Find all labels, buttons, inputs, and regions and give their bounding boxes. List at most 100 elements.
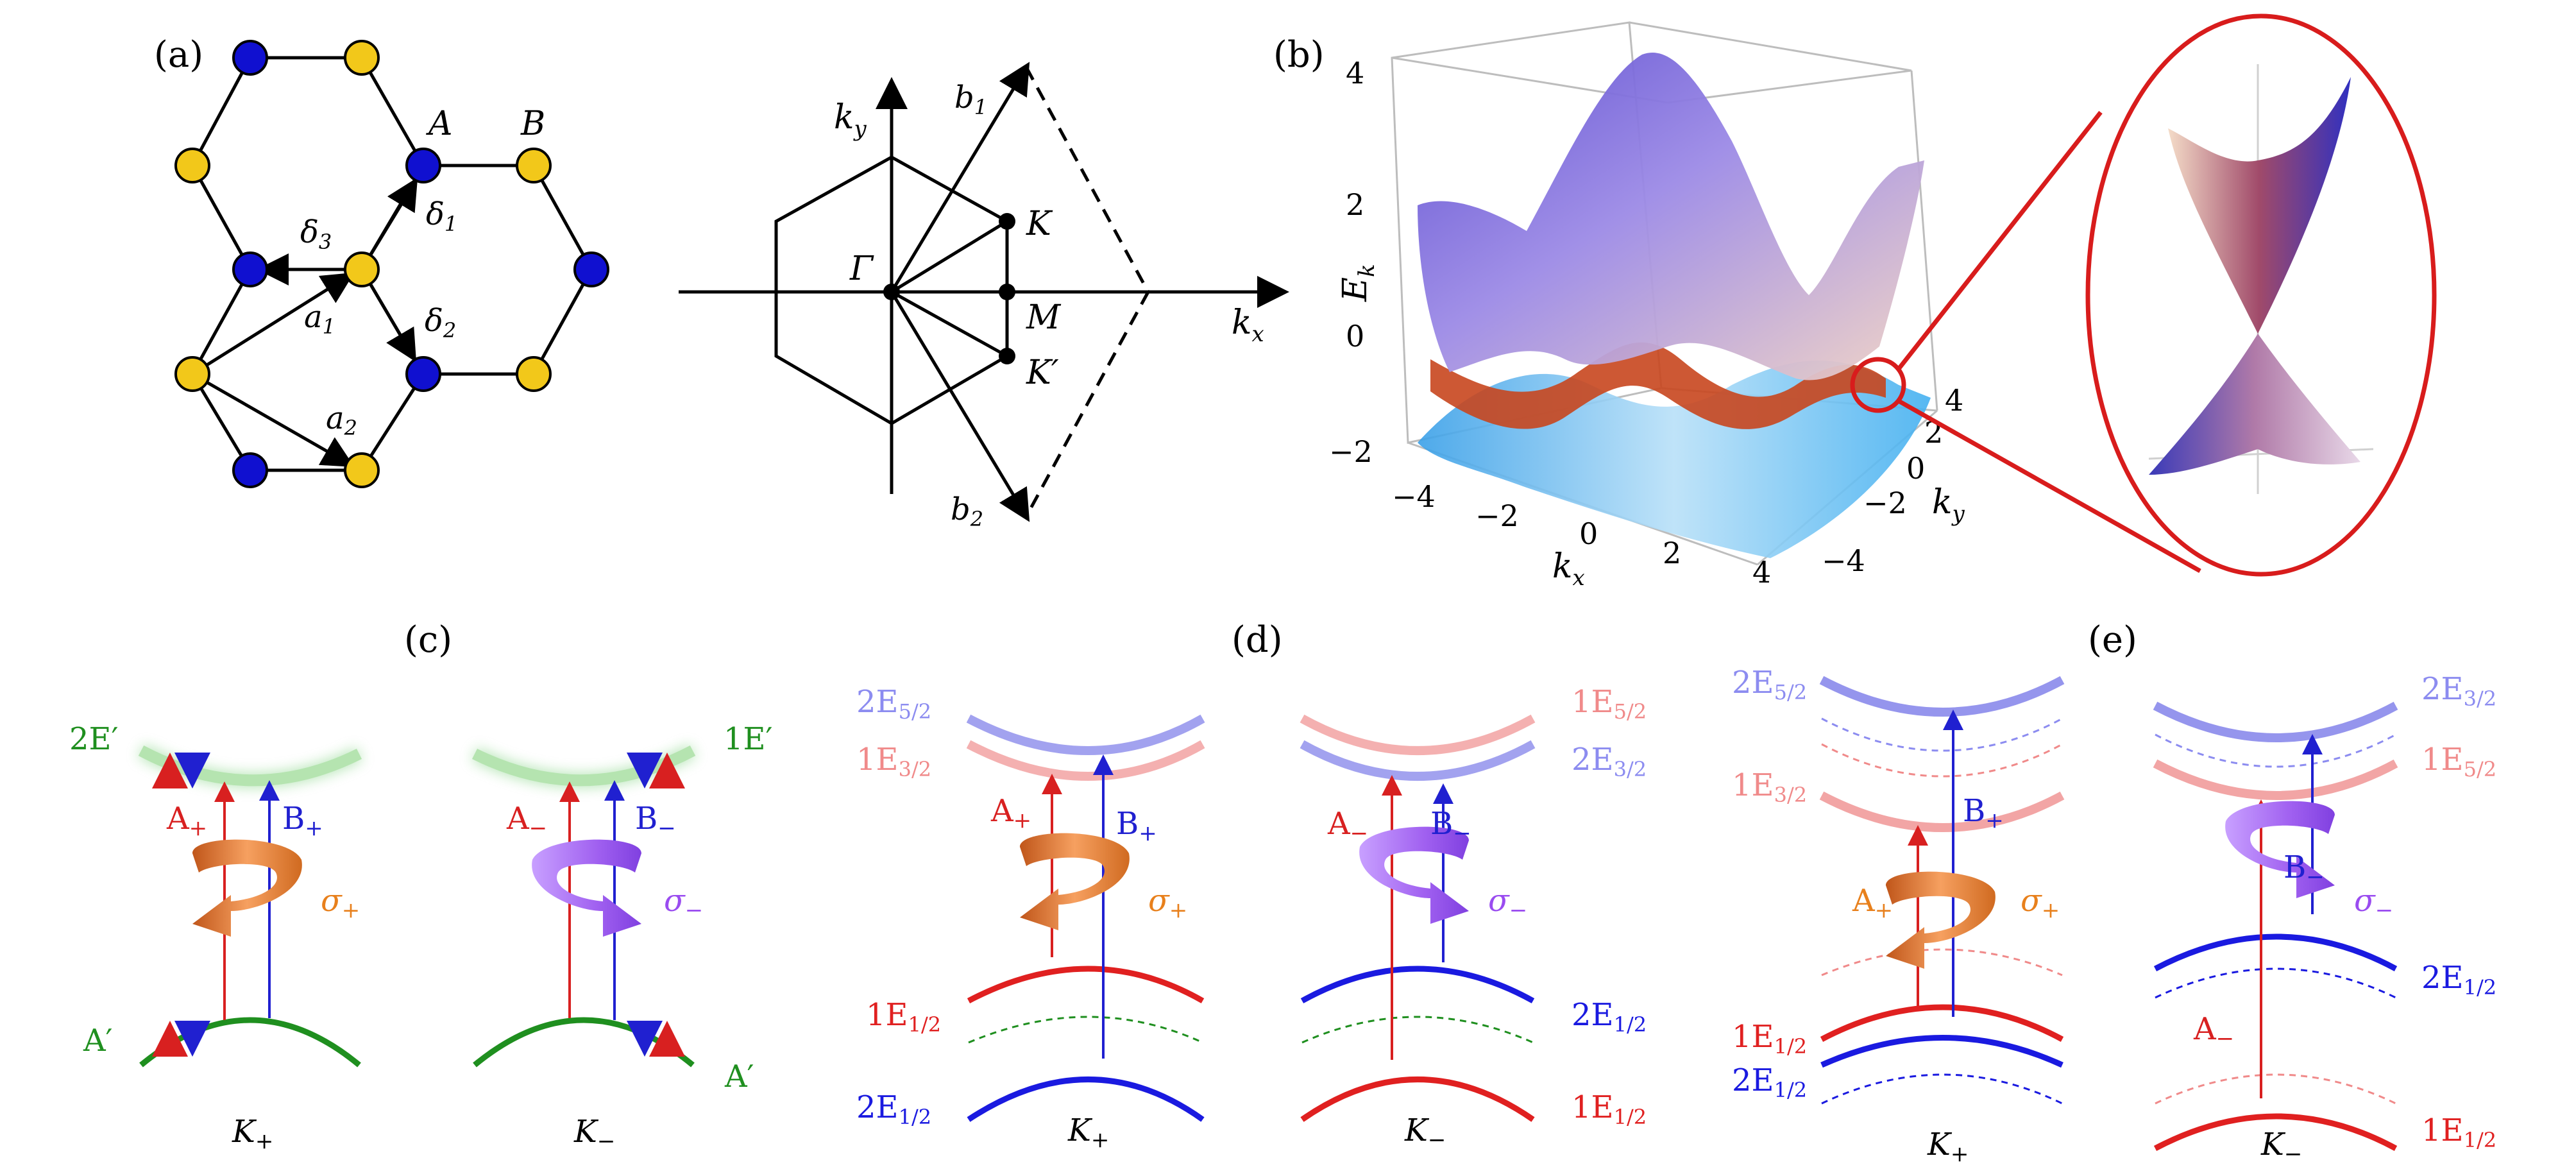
e-label-l-bot1: 1E1/2 bbox=[1732, 1019, 1807, 1059]
c-sigma-minus-arrow bbox=[532, 839, 641, 937]
z-tick: 4 bbox=[1346, 56, 1364, 90]
panel-e: (e) 2E5/2 1E3/2 1E1/2 2E1/2 2E3/2 1E5/2 bbox=[1732, 619, 2496, 1167]
panel-label-b: (b) bbox=[1273, 34, 1325, 76]
zoom-line-top bbox=[1897, 110, 2103, 371]
m-label: M bbox=[1026, 298, 1062, 337]
c-label-1e-prime: 1E′ bbox=[724, 721, 772, 757]
b1-label: b1 bbox=[954, 80, 987, 119]
e-right-band-1e12 bbox=[2153, 1113, 2398, 1151]
b2-label: b2 bbox=[951, 491, 983, 531]
lattice-sites bbox=[174, 40, 609, 488]
e-label-r-bot1: 2E1/2 bbox=[2421, 960, 2496, 1000]
d-label-l-bot1: 1E1/2 bbox=[866, 997, 941, 1037]
d-label-a-plus: A+ bbox=[990, 793, 1031, 833]
c-label-a-minus: A− bbox=[506, 801, 547, 841]
e-left-band-dashed-blue bbox=[1821, 717, 2063, 752]
z-tick: 0 bbox=[1346, 319, 1364, 354]
d-left-band-2e12 bbox=[967, 1077, 1205, 1122]
e-left-band-1e32 bbox=[1819, 791, 2065, 832]
k-point bbox=[999, 213, 1015, 230]
panel-label-e: (e) bbox=[2088, 619, 2137, 661]
d-label-sigma-plus: σ+ bbox=[1148, 883, 1187, 923]
upper-band-surface bbox=[1418, 52, 1924, 380]
d-label-sigma-minus: σ− bbox=[1488, 883, 1527, 923]
zoom-line-bottom bbox=[1897, 398, 2201, 574]
panel-label-a: (a) bbox=[154, 34, 203, 76]
d-right-band-2e32 bbox=[1300, 740, 1536, 781]
x-tick: 4 bbox=[1752, 555, 1771, 590]
d-right-sigma-arrow bbox=[1359, 826, 1469, 924]
e-label-sigma-minus: σ− bbox=[2354, 883, 2393, 923]
upper-dirac-cone bbox=[2168, 77, 2351, 334]
e-right-sigma-arrow bbox=[2225, 801, 2335, 898]
e-label-l-top1: 2E5/2 bbox=[1732, 665, 1807, 704]
d-label-b-plus: B+ bbox=[1116, 806, 1157, 846]
e-right-band-2e12 bbox=[2153, 933, 2398, 971]
delta2-label: δ2 bbox=[425, 303, 456, 343]
d-label-l-top1: 2E5/2 bbox=[856, 684, 931, 724]
d-left-band-2e52 bbox=[966, 714, 1205, 755]
e-right-band-2e32 bbox=[2153, 701, 2398, 742]
c-upper-band-right bbox=[471, 745, 696, 787]
c-label-k-plus: K+ bbox=[232, 1114, 273, 1154]
y-tick: −2 bbox=[1863, 486, 1907, 520]
c-label-a-plus: A+ bbox=[166, 801, 207, 841]
e-label-l-bot2: 2E1/2 bbox=[1732, 1062, 1807, 1102]
ky-label: ky bbox=[834, 98, 867, 142]
e-label-l-top2: 1E3/2 bbox=[1732, 767, 1807, 807]
y-tick: −4 bbox=[1822, 543, 1865, 578]
e-label-r-bot2: 1E1/2 bbox=[2421, 1112, 2496, 1152]
panel-label-d: (d) bbox=[1232, 619, 1283, 661]
e-left-band-dashed-red2 bbox=[1821, 948, 2063, 976]
e-label-k-plus: K+ bbox=[1927, 1127, 1969, 1167]
e-left-band-1e12 bbox=[1820, 1004, 2064, 1042]
panel-d: (d) 2E5/2 1E3/2 1E1/2 2E1/2 1E5/2 2E3/2 … bbox=[856, 619, 1647, 1153]
panel-a: (a) A B δ1 bbox=[154, 34, 609, 488]
c-label-a-prime-right: A′ bbox=[724, 1059, 754, 1095]
m-point bbox=[999, 284, 1015, 300]
e-label-b-minus: B− bbox=[2284, 849, 2325, 890]
d-right-band-dashed bbox=[1301, 1016, 1534, 1044]
c-sigma-plus-arrow bbox=[192, 839, 302, 937]
panel-c: (c) 2E′ 1E′ A′ bbox=[69, 619, 772, 1154]
dashed-zone-bottom bbox=[1024, 291, 1150, 518]
e-left-band-2e52 bbox=[1819, 676, 2065, 717]
c-label-sigma-plus: σ+ bbox=[321, 883, 360, 923]
d-right-band-1e52 bbox=[1300, 714, 1536, 755]
e-label-b-plus: B+ bbox=[1963, 793, 2004, 833]
d-label-r-bot2: 1E1/2 bbox=[1572, 1089, 1647, 1129]
e-label-r-top1: 2E3/2 bbox=[2421, 671, 2496, 711]
e-left-band-dashed-blue2 bbox=[1821, 1073, 2063, 1105]
e-right-band-1e52 bbox=[2153, 759, 2398, 800]
d-label-r-top1: 1E5/2 bbox=[1572, 684, 1647, 724]
ky-axis-label: ky bbox=[1932, 483, 1965, 527]
d-label-l-bot2: 2E1/2 bbox=[856, 1089, 931, 1129]
e-right-band-dashed-blue bbox=[2155, 733, 2396, 768]
y-tick: 0 bbox=[1906, 451, 1925, 486]
kprime-point bbox=[999, 348, 1015, 364]
d-label-a-minus: A− bbox=[1327, 806, 1368, 846]
e-right-band-dashed-blue2 bbox=[2155, 967, 2396, 999]
k-label: K bbox=[1026, 205, 1053, 243]
sublattice-a-label: A bbox=[426, 105, 453, 143]
a2-label: a2 bbox=[326, 400, 357, 440]
dashed-zone-top bbox=[1024, 66, 1150, 293]
gamma-k-line bbox=[890, 219, 1008, 294]
zoom-circle bbox=[1850, 357, 1906, 413]
z-tick: 2 bbox=[1346, 187, 1364, 222]
e-label-a-minus: A− bbox=[2193, 1011, 2234, 1052]
e-left-band-dashed-red bbox=[1821, 743, 2063, 778]
d-label-k-plus: K+ bbox=[1067, 1112, 1109, 1153]
kprime-label: K′ bbox=[1026, 354, 1059, 392]
e-label-k-minus: K− bbox=[2260, 1127, 2302, 1167]
delta3-label: δ3 bbox=[300, 214, 332, 254]
sublattice-b-label: B bbox=[520, 105, 545, 143]
d-label-b-minus: B− bbox=[1430, 806, 1471, 846]
gamma-point bbox=[883, 284, 900, 300]
x-tick: 0 bbox=[1579, 516, 1598, 551]
e-label-sigma-plus: σ+ bbox=[2021, 883, 2060, 923]
e-left-band-2e12 bbox=[1820, 1035, 2063, 1068]
c-label-sigma-minus: σ− bbox=[664, 883, 703, 923]
ek-axis-label: Ek bbox=[1336, 264, 1380, 302]
